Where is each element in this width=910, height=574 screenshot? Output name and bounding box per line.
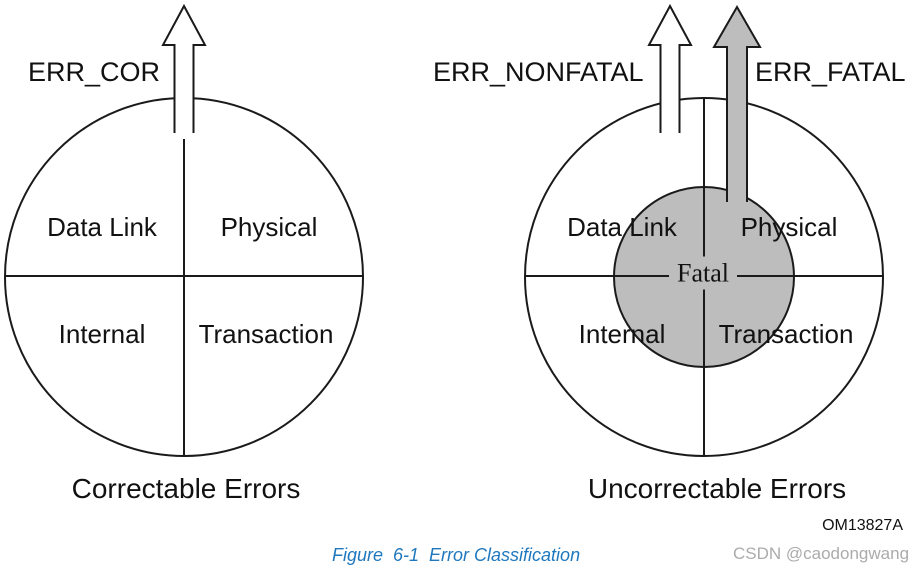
right-quadrant-transaction: Transaction: [718, 319, 854, 349]
err-nonfatal-label: ERR_NONFATAL: [433, 57, 644, 87]
uncorrectable-errors-caption: Uncorrectable Errors: [587, 473, 847, 504]
correctable-errors-caption: Correctable Errors: [71, 473, 301, 504]
left-quadrant-physical: Physical: [220, 212, 318, 242]
right-quadrant-physical: Physical: [740, 212, 838, 242]
err-fatal-label: ERR_FATAL: [755, 57, 906, 87]
err-cor-label: ERR_COR: [28, 57, 161, 87]
left-quadrant-data-link: Data Link: [47, 212, 157, 242]
left-quadrant-internal: Internal: [58, 319, 146, 349]
left-quadrant-transaction: Transaction: [198, 319, 334, 349]
figure-caption: Figure 6-1 Error Classification: [332, 545, 581, 565]
right-quadrant-internal: Internal: [578, 319, 666, 349]
fatal-center-label: Fatal: [669, 256, 737, 290]
csdn-watermark: CSDN @caodongwang: [733, 544, 910, 563]
doc-code: OM13827A: [822, 517, 903, 534]
left-vertical-divider: [183, 139, 185, 457]
right-quadrant-data-link: Data Link: [567, 212, 677, 242]
